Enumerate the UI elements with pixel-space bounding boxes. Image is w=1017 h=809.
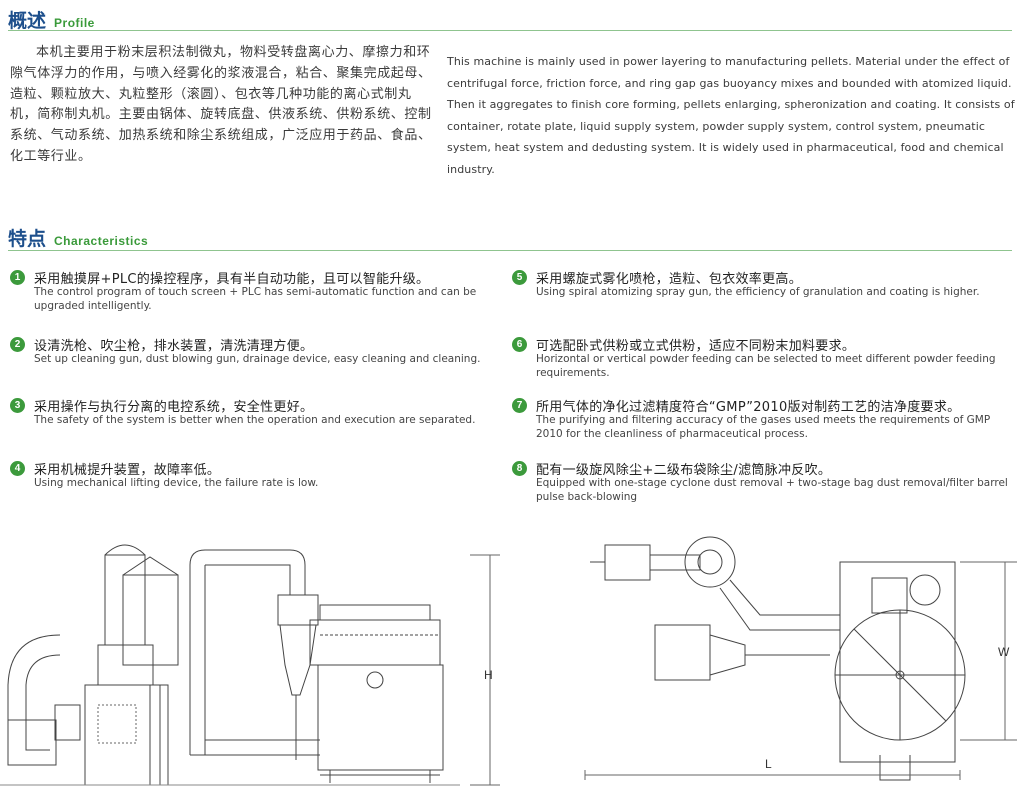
control-box <box>871 577 908 614</box>
motor-plan <box>909 574 941 606</box>
feature-text-zh: 采用机械提升装置，故障率低。 <box>34 463 221 478</box>
view-port <box>366 671 384 689</box>
control-panel-grid <box>97 704 137 744</box>
feature-text-zh: 所用气体的净化过滤精度符合“GMP”2010版对制药工艺的洁净度要求。 <box>536 400 961 415</box>
filter-box <box>7 719 57 766</box>
profile-text-en: This machine is mainly used in power lay… <box>447 55 1015 176</box>
feature-text-en: Set up cleaning gun, dust blowing gun, d… <box>34 353 481 365</box>
feature-text-zh: 采用螺旋式雾化喷枪，造粒、包衣效率更高。 <box>536 272 803 287</box>
bag-filter <box>122 574 179 666</box>
profile-title-en: Profile <box>54 16 95 30</box>
profile-heading: 概述 Profile <box>8 6 95 33</box>
filter-housing <box>654 624 711 681</box>
feature-text-en: Using mechanical lifting device, the fai… <box>34 477 319 489</box>
feature-text-zh: 配有一级旋风除尘+二级布袋除尘/滤筒脉冲反吹。 <box>536 463 832 478</box>
number-badge: 5 <box>512 270 527 285</box>
vertical-duct <box>189 565 206 755</box>
pelletizer-bowl <box>309 619 441 666</box>
feature-text-en: Equipped with one-stage cyclone dust rem… <box>536 477 1008 503</box>
plan-view-drawing: W L <box>584 536 1017 781</box>
feature-text-zh: 设清洗枪、吹尘枪，排水装置，清洗清理方便。 <box>34 339 314 354</box>
feature-text-en: Using spiral atomizing spray gun, the ef… <box>536 286 980 298</box>
characteristics-title-zh: 特点 <box>8 228 47 250</box>
control-cabinet <box>84 684 161 786</box>
collector-column <box>104 554 146 646</box>
profile-title-zh: 概述 <box>8 10 47 32</box>
number-badge: 6 <box>512 337 527 352</box>
number-badge: 2 <box>10 337 25 352</box>
connecting-duct <box>729 579 840 616</box>
cyclone-cone <box>279 624 317 696</box>
number-badge: 4 <box>10 461 25 476</box>
profile-text-zh: 本机主要用于粉末层积法制微丸，物料受转盘离心力、摩擦力和环隙气体浮力的作用，与喷… <box>10 45 432 164</box>
machine-base <box>317 664 444 771</box>
feature-text-en: Horizontal or vertical powder feeding ca… <box>536 353 996 379</box>
duct-elbow <box>7 634 61 766</box>
feature-text-en: The control program of touch screen + PL… <box>34 286 477 312</box>
profile-divider <box>8 30 1012 31</box>
number-badge: 8 <box>512 461 527 476</box>
characteristics-divider <box>8 250 1012 251</box>
length-label: L <box>765 757 772 771</box>
fan-motor <box>604 544 651 581</box>
machine-footprint <box>839 561 956 763</box>
number-badge: 7 <box>512 398 527 413</box>
width-label: W <box>998 645 1010 659</box>
number-badge: 3 <box>10 398 25 413</box>
number-badge: 1 <box>10 270 25 285</box>
characteristics-heading: 特点 Characteristics <box>8 224 148 251</box>
feature-text-zh: 采用操作与执行分离的电控系统，安全性更好。 <box>34 400 314 415</box>
lower-duct <box>190 739 320 756</box>
characteristics-title-en: Characteristics <box>54 234 149 248</box>
cyclone-plan <box>684 536 736 588</box>
feature-text-en: The purifying and filtering accuracy of … <box>536 414 991 440</box>
front-elevation-drawing: H <box>0 544 500 786</box>
feature-text-zh: 采用触摸屏+PLC的操控程序，具有半自动功能，且可以智能升级。 <box>34 272 430 287</box>
feature-text-en: The safety of the system is better when … <box>34 414 476 426</box>
feature-text-zh: 可选配卧式供粉或立式供粉，适应不同粉末加料要求。 <box>536 339 856 354</box>
height-label: H <box>484 668 493 682</box>
cyclone-top <box>277 594 319 626</box>
